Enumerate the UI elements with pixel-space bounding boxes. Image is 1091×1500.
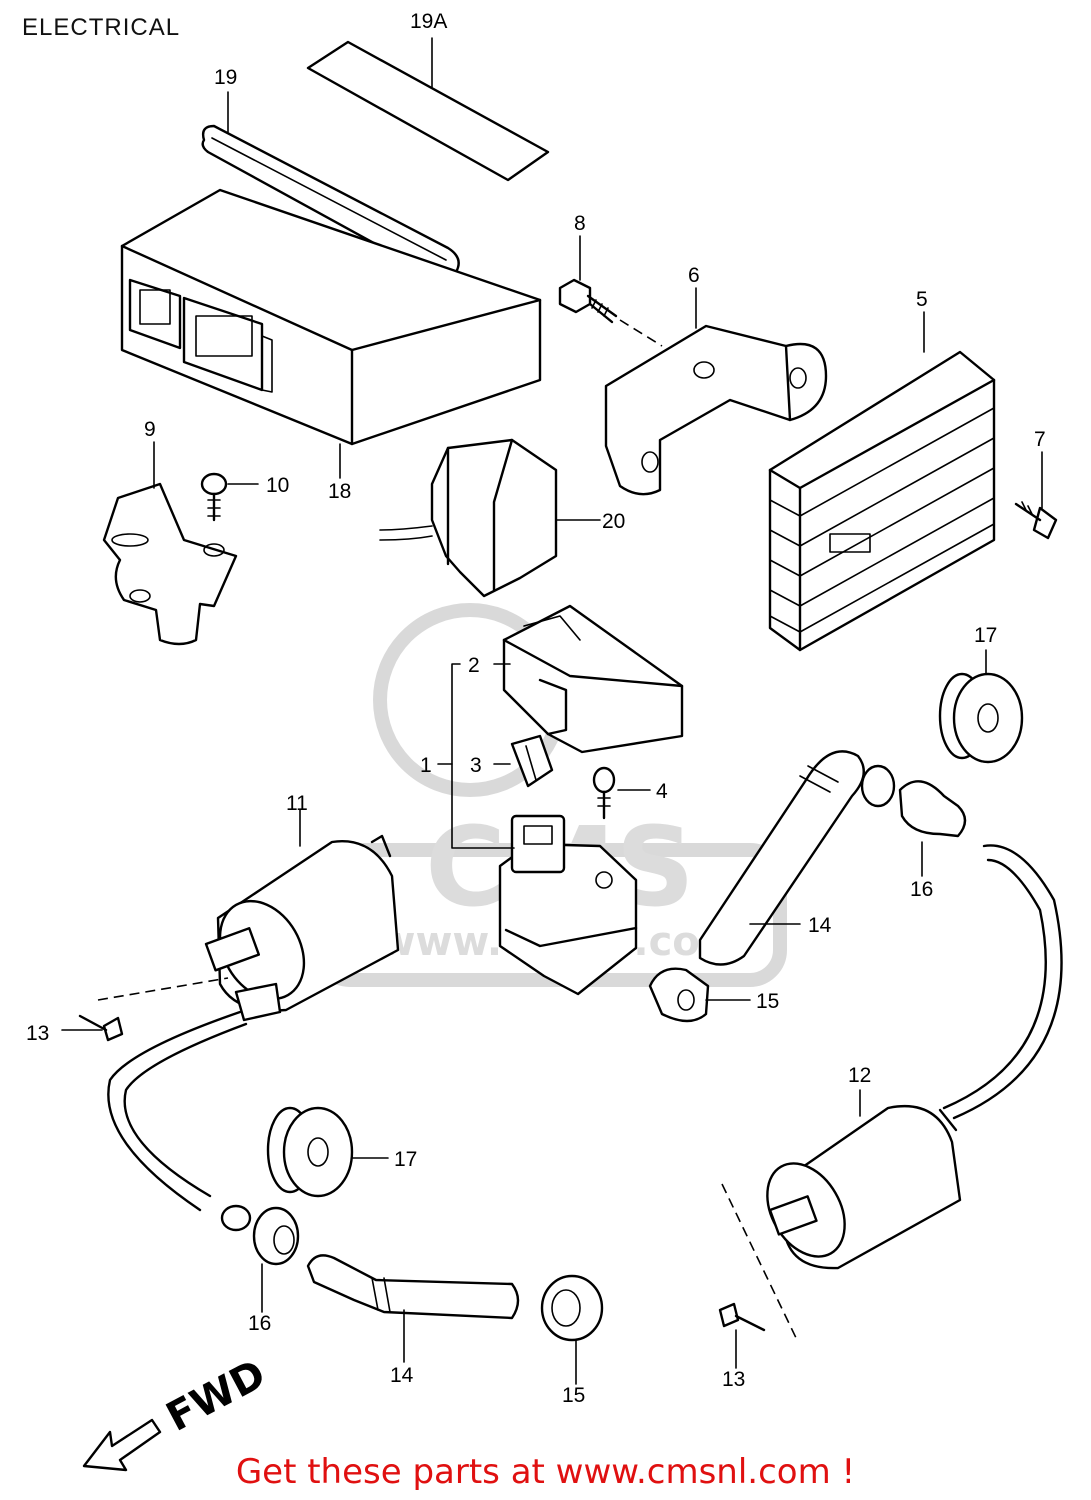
part-19a-label-plate[interactable] xyxy=(306,40,550,182)
callout-19: 19 xyxy=(214,66,237,89)
callout-14-left: 14 xyxy=(390,1364,414,1387)
part-5-regulator[interactable] xyxy=(768,350,996,652)
part-3-fuse[interactable] xyxy=(510,734,554,788)
part-16-cap-left[interactable] xyxy=(220,1204,300,1266)
part-18-ecu[interactable] xyxy=(120,188,542,446)
part-9-sensor[interactable] xyxy=(102,482,238,646)
callout-6: 6 xyxy=(688,264,700,287)
footer-link-text[interactable]: Get these parts at www.cmsnl.com ! xyxy=(235,1452,856,1492)
part-2-cover[interactable] xyxy=(502,604,684,754)
part-20-relay[interactable] xyxy=(379,438,558,598)
part-7-screw[interactable] xyxy=(1014,501,1058,540)
callout-12: 12 xyxy=(848,1064,871,1087)
part-13-screw-left[interactable] xyxy=(78,1014,124,1042)
callout-15-right: 15 xyxy=(756,990,779,1013)
callout-7: 7 xyxy=(1034,428,1046,451)
callout-2: 2 xyxy=(468,654,480,677)
ht-lead-right xyxy=(942,844,1063,1120)
callout-18: 18 xyxy=(328,480,351,503)
callout-17-top: 17 xyxy=(974,624,997,647)
callout-8: 8 xyxy=(574,212,586,235)
ht-lead-left xyxy=(107,982,282,1212)
part-14-plug-cap-left[interactable] xyxy=(306,1254,520,1320)
callout-13-left: 13 xyxy=(26,1022,49,1045)
fwd-label: FWD xyxy=(159,1351,273,1441)
callout-17-left: 17 xyxy=(394,1148,417,1171)
callout-15-left: 15 xyxy=(562,1384,585,1407)
callout-5: 5 xyxy=(916,288,928,311)
part-15-rubber-cap-left[interactable] xyxy=(540,1274,604,1342)
callout-3: 3 xyxy=(470,754,482,777)
part-6-bracket[interactable] xyxy=(604,324,828,496)
callout-13-right: 13 xyxy=(722,1368,745,1391)
part-12-ignition-coil[interactable] xyxy=(752,1104,962,1270)
part-8-bolt[interactable] xyxy=(558,278,618,324)
callout-10: 10 xyxy=(266,474,289,497)
part-4-screw[interactable] xyxy=(592,766,616,820)
part-17-grommet-left[interactable] xyxy=(266,1106,354,1198)
callout-19a: 19A xyxy=(410,10,447,33)
part-10-screw[interactable] xyxy=(200,472,228,522)
callout-9: 9 xyxy=(144,418,156,441)
callout-11: 11 xyxy=(286,792,308,815)
page-title: ELECTRICAL xyxy=(22,14,181,41)
callout-16-left: 16 xyxy=(248,1312,271,1335)
part-13-screw-right[interactable] xyxy=(718,1302,766,1332)
fwd-arrow-icon xyxy=(82,1418,162,1472)
callout-16-right: 16 xyxy=(910,878,933,901)
part-11-ignition-coil[interactable] xyxy=(203,834,400,1014)
callout-4: 4 xyxy=(656,780,668,803)
part-17-grommet-right[interactable] xyxy=(938,672,1024,764)
callout-1: 1 xyxy=(420,754,432,777)
callout-14-right: 14 xyxy=(808,914,832,937)
part-1-starter-relay[interactable] xyxy=(498,814,638,996)
part-16-cap-right[interactable] xyxy=(860,764,967,838)
callout-20: 20 xyxy=(602,510,625,533)
